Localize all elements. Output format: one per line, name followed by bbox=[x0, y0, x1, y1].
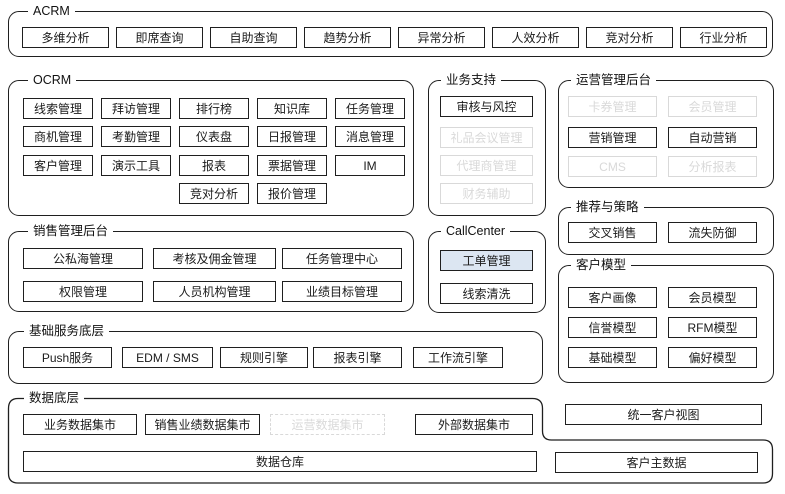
box-efficiency-analysis: 人效分析 bbox=[492, 27, 579, 48]
box-quote-management: 报价管理 bbox=[257, 183, 327, 204]
box-assessment-commission: 考核及佣金管理 bbox=[153, 248, 276, 269]
group-base-services bbox=[8, 331, 543, 384]
box-operation-data-mart: 运营数据集市 bbox=[270, 414, 385, 435]
box-trend-analysis: 趋势分析 bbox=[304, 27, 391, 48]
box-credit-model: 信誉模型 bbox=[568, 317, 657, 338]
box-multidim-analysis: 多维分析 bbox=[22, 27, 109, 48]
box-agent-management: 代理商管理 bbox=[440, 155, 533, 176]
box-task-management: 任务管理 bbox=[335, 98, 405, 119]
box-competitor-analysis-acrm: 竞对分析 bbox=[586, 27, 673, 48]
group-ocrm bbox=[8, 80, 414, 216]
box-workflow-engine: 工作流引擎 bbox=[413, 347, 503, 368]
box-daily-report: 日报管理 bbox=[257, 126, 327, 147]
box-task-management-center: 任务管理中心 bbox=[282, 248, 402, 269]
group-sales-admin-label: 销售管理后台 bbox=[28, 224, 114, 238]
box-dashboard: 仪表盘 bbox=[179, 126, 249, 147]
box-edm-sms: EDM / SMS bbox=[122, 347, 213, 368]
box-anomaly-analysis: 异常分析 bbox=[398, 27, 485, 48]
box-message-management: 消息管理 bbox=[335, 126, 405, 147]
box-industry-analysis: 行业分析 bbox=[680, 27, 767, 48]
box-member-model: 会员模型 bbox=[668, 287, 757, 308]
box-org-staff-management: 人员机构管理 bbox=[153, 281, 276, 302]
box-lead-cleaning: 线索清洗 bbox=[440, 283, 533, 304]
box-unified-customer-view: 统一客户视图 bbox=[565, 404, 762, 425]
group-base-services-label: 基础服务底层 bbox=[24, 324, 110, 338]
group-data-layer-label: 数据底层 bbox=[24, 391, 85, 405]
box-data-warehouse: 数据仓库 bbox=[23, 451, 537, 472]
box-opportunity-management: 商机管理 bbox=[23, 126, 93, 147]
group-ops-admin bbox=[558, 80, 774, 188]
box-demo-tool: 演示工具 bbox=[101, 155, 171, 176]
box-attendance-management: 考勤管理 bbox=[101, 126, 171, 147]
box-auto-marketing: 自动营销 bbox=[668, 127, 757, 148]
box-adhoc-query: 即席查询 bbox=[116, 27, 203, 48]
box-pool-management: 公私海管理 bbox=[23, 248, 143, 269]
box-analysis-report: 分析报表 bbox=[668, 156, 757, 177]
box-member-management: 会员管理 bbox=[668, 96, 757, 117]
box-permission-management: 权限管理 bbox=[23, 281, 143, 302]
group-ocrm-label: OCRM bbox=[28, 73, 77, 87]
box-sales-performance-data-mart: 销售业绩数据集市 bbox=[145, 414, 260, 435]
box-performance-target-management: 业绩目标管理 bbox=[282, 281, 402, 302]
box-business-data-mart: 业务数据集市 bbox=[23, 414, 137, 435]
box-visit-management: 拜访管理 bbox=[101, 98, 171, 119]
box-knowledge-base: 知识库 bbox=[257, 98, 327, 119]
group-acrm-label: ACRM bbox=[28, 4, 75, 18]
group-sales-admin bbox=[8, 231, 414, 312]
box-report: 报表 bbox=[179, 155, 249, 176]
box-basic-model: 基础模型 bbox=[568, 347, 657, 368]
group-reco-strategy bbox=[558, 207, 774, 255]
box-external-data-mart: 外部数据集市 bbox=[415, 414, 533, 435]
group-customer-model bbox=[558, 265, 774, 383]
box-audit-risk-control: 审核与风控 bbox=[440, 96, 533, 117]
box-finance-assist: 财务辅助 bbox=[440, 183, 533, 204]
box-customer-management: 客户管理 bbox=[23, 155, 93, 176]
box-rfm-model: RFM模型 bbox=[668, 317, 757, 338]
group-customer-model-label: 客户模型 bbox=[571, 258, 632, 272]
box-lead-management: 线索管理 bbox=[23, 98, 93, 119]
group-ops-admin-label: 运营管理后台 bbox=[571, 73, 657, 87]
box-competitor-analysis-ocrm: 竞对分析 bbox=[179, 183, 249, 204]
box-push-service: Push服务 bbox=[23, 347, 112, 368]
box-leaderboard: 排行榜 bbox=[179, 98, 249, 119]
box-customer-master-data: 客户主数据 bbox=[555, 452, 758, 473]
group-biz-support-label: 业务支持 bbox=[441, 73, 502, 87]
box-self-service-query: 自助查询 bbox=[210, 27, 297, 48]
box-customer-profile: 客户画像 bbox=[568, 287, 657, 308]
group-reco-strategy-label: 推荐与策略 bbox=[571, 200, 644, 214]
box-churn-prevention: 流失防御 bbox=[668, 222, 757, 243]
box-coupon-management: 卡券管理 bbox=[568, 96, 657, 117]
box-work-order-management: 工单管理 bbox=[440, 250, 533, 271]
box-cross-selling: 交叉销售 bbox=[568, 222, 657, 243]
box-im: IM bbox=[335, 155, 405, 176]
box-gift-meeting-management: 礼品会议管理 bbox=[440, 127, 533, 148]
box-invoice-management: 票据管理 bbox=[257, 155, 327, 176]
box-report-engine: 报表引擎 bbox=[313, 347, 402, 368]
box-rule-engine: 规则引擎 bbox=[220, 347, 308, 368]
box-marketing-management: 营销管理 bbox=[568, 127, 657, 148]
box-cms: CMS bbox=[568, 156, 657, 177]
group-acrm bbox=[8, 11, 773, 57]
group-callcenter-label: CallCenter bbox=[441, 224, 511, 238]
box-preference-model: 偏好模型 bbox=[668, 347, 757, 368]
